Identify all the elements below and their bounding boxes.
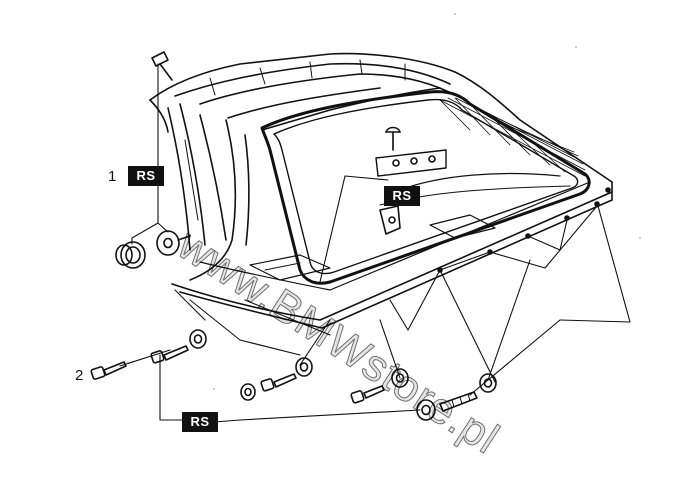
- callout-number-2: 2: [75, 367, 84, 384]
- callout-number-1: 1: [108, 168, 117, 185]
- hardtop-shell: [149, 52, 613, 329]
- rs-tag-callout-1: RS: [128, 166, 164, 186]
- leader-lines: [119, 63, 631, 423]
- screw-item-2: [90, 361, 127, 380]
- rs-tag-window: RS: [384, 186, 420, 206]
- rs-tag-lower: RS: [182, 412, 218, 432]
- window-mesh-hatch: [439, 97, 586, 177]
- top-screw: [151, 51, 173, 81]
- grommet-with-washer: [115, 230, 191, 269]
- lower-bolts-and-washers: [150, 329, 497, 421]
